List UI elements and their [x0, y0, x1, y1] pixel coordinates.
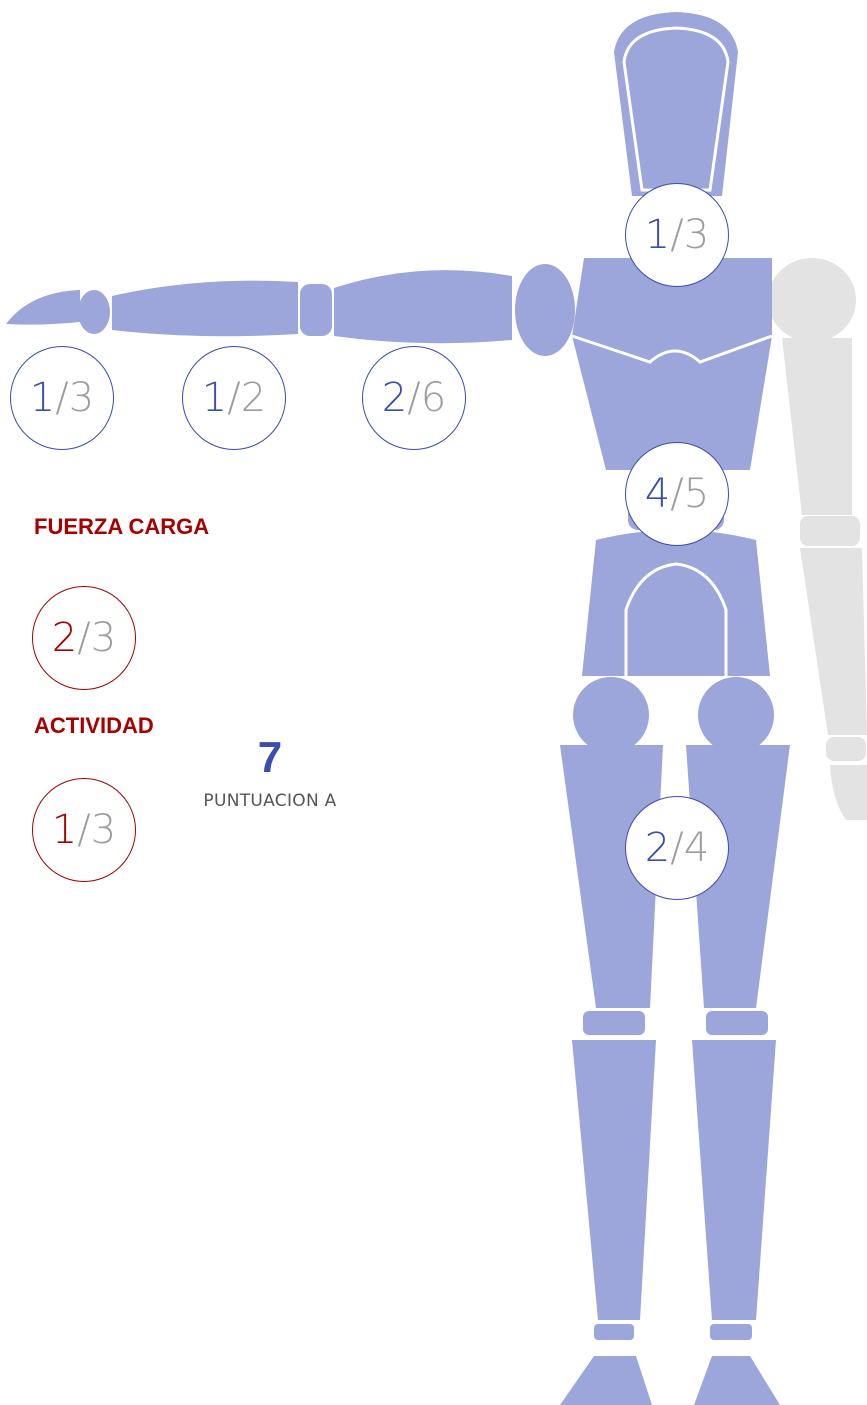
- trunk-max: /5: [670, 471, 710, 517]
- wrist-max: /3: [55, 375, 95, 421]
- puntuacion-a-label: PUNTUACION A: [203, 791, 337, 811]
- upperarm-score-badge[interactable]: 2/6: [362, 346, 466, 450]
- trunk-score: 4: [644, 471, 671, 517]
- fuerza-carga-score-badge[interactable]: 2/3: [32, 586, 136, 690]
- head-shape: [614, 12, 738, 196]
- wrist-score: 1: [29, 375, 56, 421]
- trunk-score-badge[interactable]: 4/5: [625, 442, 729, 546]
- puntuacion-a-value: 7: [257, 733, 283, 782]
- legs-max: /4: [670, 825, 710, 871]
- actividad-max: /3: [77, 807, 117, 853]
- actividad-score: 1: [51, 807, 78, 853]
- legs-score-badge[interactable]: 2/4: [625, 796, 729, 900]
- fuerza-carga-max: /3: [77, 615, 117, 661]
- fuerza-carga-title: FUERZA CARGA: [34, 514, 210, 539]
- neck-score-badge[interactable]: 1/3: [625, 183, 729, 287]
- legs-score: 2: [644, 825, 671, 871]
- forearm-score-badge[interactable]: 1/2: [182, 346, 286, 450]
- chest-shape: [572, 258, 772, 470]
- pelvis-shape: [582, 530, 770, 676]
- wrist-score-badge[interactable]: 1/3: [10, 346, 114, 450]
- forearm-score: 1: [201, 375, 228, 421]
- actividad-score-badge[interactable]: 1/3: [32, 778, 136, 882]
- upperarm-max: /6: [407, 375, 447, 421]
- forearm-max: /2: [227, 375, 267, 421]
- fuerza-carga-score: 2: [51, 615, 78, 661]
- inactive-arm: [768, 258, 867, 820]
- neck-max: /3: [670, 212, 710, 258]
- neck-score: 1: [644, 212, 671, 258]
- upperarm-score: 2: [381, 375, 408, 421]
- actividad-title: ACTIVIDAD: [34, 713, 154, 738]
